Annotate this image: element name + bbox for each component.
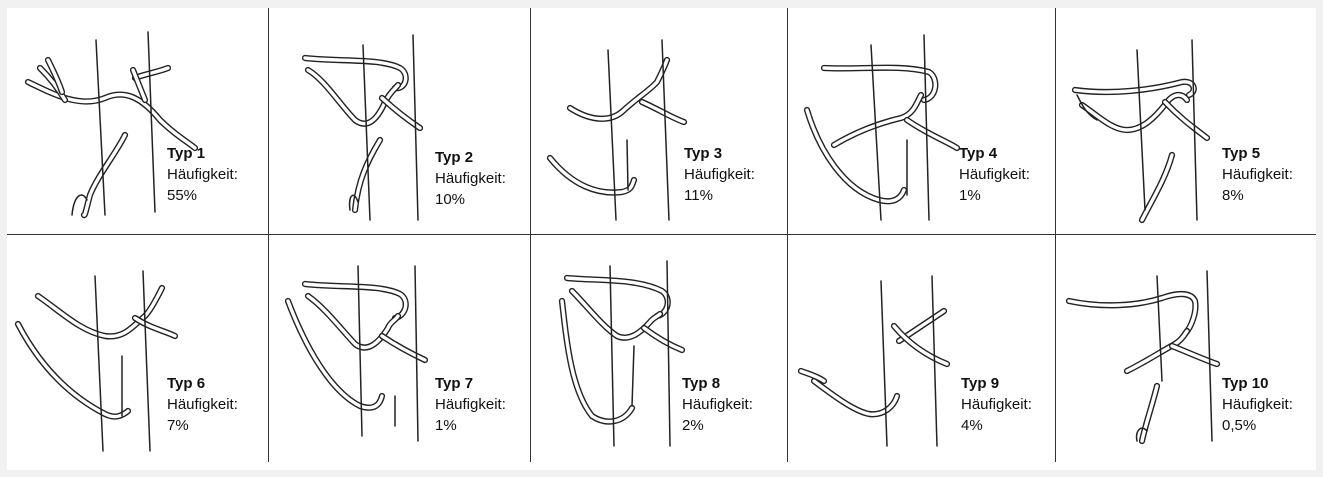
variant-cell-typ-7: Typ 7 Häufigkeit: 1% — [270, 236, 528, 461]
frequency-label: Häufigkeit: — [435, 394, 506, 415]
variant-type: Typ 4 — [959, 143, 1030, 164]
frequency-label: Häufigkeit: — [682, 394, 753, 415]
frequency-label: Häufigkeit: — [959, 164, 1030, 185]
frequency-value: 10% — [435, 189, 506, 210]
variant-cell-typ-1: Typ 1 Häufigkeit: 55% — [10, 10, 268, 235]
frequency-value: 55% — [167, 185, 238, 206]
variant-type: Typ 10 — [1222, 373, 1293, 394]
variant-label: Typ 8 Häufigkeit: 2% — [682, 373, 753, 436]
frequency-value: 1% — [435, 415, 506, 436]
variant-type: Typ 8 — [682, 373, 753, 394]
column-divider — [530, 8, 531, 462]
frequency-value: 11% — [684, 185, 755, 206]
frequency-label: Häufigkeit: — [1222, 164, 1293, 185]
variant-cell-typ-3: Typ 3 Häufigkeit: 11% — [532, 10, 790, 235]
variant-label: Typ 7 Häufigkeit: 1% — [435, 373, 506, 436]
variant-cell-typ-6: Typ 6 Häufigkeit: 7% — [10, 236, 268, 461]
variant-label: Typ 1 Häufigkeit: 55% — [167, 143, 238, 206]
variant-type: Typ 1 — [167, 143, 238, 164]
frequency-value: 2% — [682, 415, 753, 436]
frequency-value: 4% — [961, 415, 1032, 436]
column-divider — [1055, 8, 1056, 462]
variant-label: Typ 5 Häufigkeit: 8% — [1222, 143, 1293, 206]
variant-type: Typ 5 — [1222, 143, 1293, 164]
frequency-label: Häufigkeit: — [684, 164, 755, 185]
frequency-value: 8% — [1222, 185, 1293, 206]
variant-label: Typ 2 Häufigkeit: 10% — [435, 147, 506, 210]
frequency-label: Häufigkeit: — [961, 394, 1032, 415]
variant-cell-typ-4: Typ 4 Häufigkeit: 1% — [789, 10, 1047, 235]
variant-label: Typ 9 Häufigkeit: 4% — [961, 373, 1032, 436]
frequency-value: 7% — [167, 415, 238, 436]
variant-type: Typ 3 — [684, 143, 755, 164]
frequency-label: Häufigkeit: — [167, 394, 238, 415]
variant-type: Typ 2 — [435, 147, 506, 168]
variant-label: Typ 10 Häufigkeit: 0,5% — [1222, 373, 1293, 436]
frequency-value: 1% — [959, 185, 1030, 206]
variant-label: Typ 6 Häufigkeit: 7% — [167, 373, 238, 436]
variant-cell-typ-2: Typ 2 Häufigkeit: 10% — [270, 10, 528, 235]
variant-label: Typ 4 Häufigkeit: 1% — [959, 143, 1030, 206]
variant-type: Typ 6 — [167, 373, 238, 394]
variant-cell-typ-5: Typ 5 Häufigkeit: 8% — [1057, 10, 1315, 235]
variant-cell-typ-10: Typ 10 Häufigkeit: 0,5% — [1057, 236, 1315, 461]
variant-label: Typ 3 Häufigkeit: 11% — [684, 143, 755, 206]
column-divider — [268, 8, 269, 462]
frequency-label: Häufigkeit: — [167, 164, 238, 185]
frequency-label: Häufigkeit: — [1222, 394, 1293, 415]
frequency-value: 0,5% — [1222, 415, 1293, 436]
variant-type: Typ 9 — [961, 373, 1032, 394]
variant-cell-typ-8: Typ 8 Häufigkeit: 2% — [532, 236, 790, 461]
frequency-label: Häufigkeit: — [435, 168, 506, 189]
variant-type: Typ 7 — [435, 373, 506, 394]
variant-cell-typ-9: Typ 9 Häufigkeit: 4% — [789, 236, 1047, 461]
